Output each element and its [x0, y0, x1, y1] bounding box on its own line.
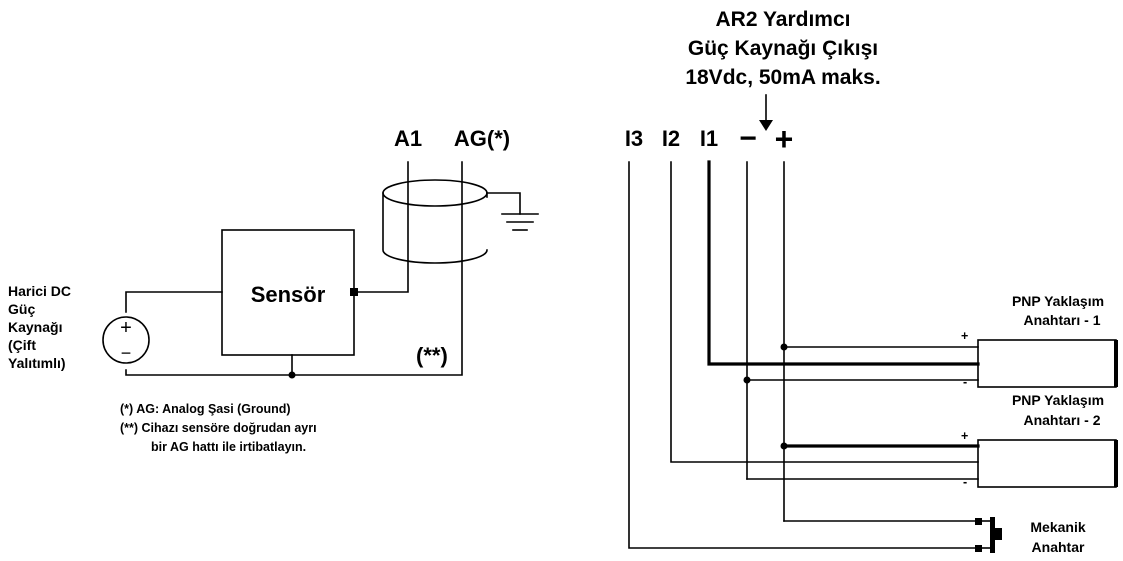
pnp-switch-1: PNP Yaklaşım Anahtarı - 1 + -	[961, 293, 1118, 389]
ext-supply-line5: Yalıtımlı)	[8, 355, 66, 371]
terminal-i3: I3	[625, 126, 643, 151]
double-star-mark: (**)	[416, 343, 448, 368]
pnp-switch-2: PNP Yaklaşım Anahtarı - 2 + -	[961, 392, 1118, 489]
wire-supply-negative	[125, 369, 293, 376]
ext-supply-symbol	[102, 316, 150, 364]
terminal-i1: I1	[700, 126, 718, 151]
mech-actuator	[995, 528, 1002, 540]
wire-i3	[628, 161, 979, 549]
supply-title-line3: 18Vdc, 50mA maks.	[685, 66, 880, 89]
pnp2-label-line1: PNP Yaklaşım	[1012, 392, 1104, 408]
wire-shield-ground	[486, 192, 521, 215]
terminal-a1: A1	[394, 126, 422, 151]
wire-ag	[291, 161, 463, 376]
wire-a1	[357, 161, 409, 293]
ext-supply-label: Harici DC Güç Kaynağı (Çift Yalıtımlı)	[8, 283, 71, 371]
mech-contact-bar	[990, 517, 995, 553]
cable-shield	[382, 179, 488, 264]
pnp1-label-line2: Anahtarı - 1	[1023, 312, 1100, 328]
ext-supply-line2: Güç	[8, 301, 35, 317]
terminal-i2: I2	[662, 126, 680, 151]
pnp1-plus-sign: +	[961, 329, 968, 343]
mechanical-switch: Mekanik Anahtar	[975, 517, 1086, 555]
terminal-minus: −	[739, 122, 757, 155]
pnp2-plus-sign: +	[961, 429, 968, 443]
note-3: bir AG hattı ile irtibatlayın.	[151, 440, 306, 454]
ground-icon	[501, 213, 539, 231]
sensor-output-terminal	[350, 288, 358, 296]
ext-supply-minus: −	[121, 343, 132, 363]
pnp2-minus-sign: -	[963, 475, 967, 489]
supply-arrow-head	[759, 120, 773, 131]
supply-title-line1: AR2 Yardımcı	[715, 8, 850, 31]
pnp2-label-line2: Anahtarı - 2	[1023, 412, 1100, 428]
supply-title-line2: Güç Kaynağı Çıkışı	[688, 37, 878, 60]
ext-supply-line1: Harici DC	[8, 283, 71, 299]
shield-body	[382, 192, 488, 264]
mech-terminal-top	[975, 518, 982, 525]
notes: (*) AG: Analog Şasi (Ground) (**) Cihazı…	[120, 402, 317, 454]
pnp1-body	[977, 339, 1117, 388]
note-2: (**) Cihazı sensöre doğrudan ayrı	[120, 421, 317, 435]
junction-pnp1-minus	[743, 376, 751, 384]
wire-i1	[707, 160, 980, 366]
pnp1-label-line1: PNP Yaklaşım	[1012, 293, 1104, 309]
mech-terminal-bottom	[975, 545, 982, 552]
terminal-ag: AG(*)	[454, 126, 510, 151]
note-1: (*) AG: Analog Şasi (Ground)	[120, 402, 291, 416]
wire-supply-positive	[125, 291, 223, 313]
terminal-plus: +	[775, 121, 794, 157]
pnp2-body	[977, 439, 1117, 488]
mech-label-line1: Mekanik	[1030, 519, 1085, 535]
mech-label-line2: Anahtar	[1032, 539, 1085, 555]
ext-supply-line3: Kaynağı	[8, 319, 62, 335]
sensor-label: Sensör	[251, 282, 326, 307]
wire-i2	[670, 161, 979, 463]
pnp1-minus-sign: -	[963, 375, 967, 389]
supply-title: AR2 Yardımcı Güç Kaynağı Çıkışı 18Vdc, 5…	[685, 8, 880, 89]
junction-pnp2-plus	[780, 442, 788, 450]
ext-supply-plus: +	[120, 317, 132, 339]
ext-supply-line4: (Çift	[8, 337, 36, 353]
shield-top-ellipse	[382, 179, 488, 207]
junction-pnp1-plus	[780, 343, 788, 351]
